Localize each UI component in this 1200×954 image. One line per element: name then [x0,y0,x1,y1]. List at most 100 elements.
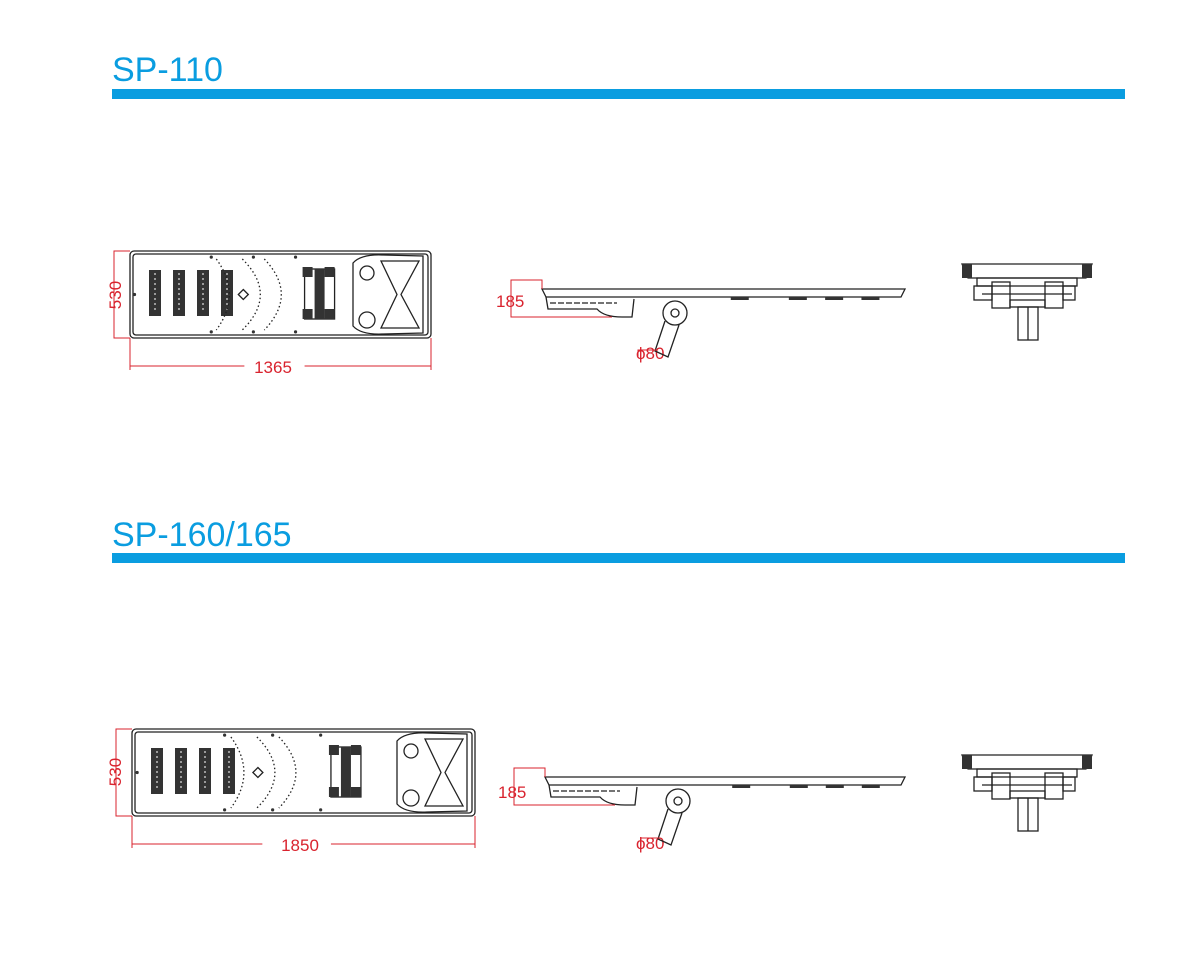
dimension-length: 1365 [254,358,292,377]
panel-rib [861,297,880,300]
lamp-sensor [402,789,420,807]
bracket-clamp [302,309,313,319]
dimension-line-pole [637,349,657,356]
housing-end [976,768,1078,778]
bracket-clamp [350,745,361,755]
screw-dot [251,330,256,334]
panel-corner [1082,264,1092,278]
dimension-line-side-height [513,767,615,806]
dimension-length: 1850 [281,836,319,855]
bracket-clamp [324,309,335,319]
sensor-arc [278,736,297,809]
screw-dot [132,292,137,297]
screw-dot [223,733,227,737]
lamp-body [545,296,635,318]
end-view [961,263,1093,341]
side-view [510,279,907,358]
screw-dot [293,330,298,334]
dimension-line-length [131,816,476,848]
screw-dot [209,330,213,334]
lamp-body [548,784,638,806]
end-view [961,754,1093,832]
screw-dot [209,255,213,259]
lamp-lens [423,738,465,807]
dimension-line-pole [640,837,660,846]
sensor-arc [230,736,245,809]
panel-corner [962,755,972,769]
lamp-head [352,254,424,335]
bracket-clamp [328,745,339,755]
section-title-sp160-165: SP-160/165 [112,516,292,554]
dimension-line-height [113,250,130,339]
dimension-line-length [129,338,432,370]
lamp-lens [379,260,421,329]
panel-rib [788,297,807,300]
screw-dot [319,808,323,812]
bracket-clamp [324,267,335,277]
section-divider-bar [112,89,1125,99]
clamp-left [973,285,993,301]
pole-arm [657,808,683,846]
mount-plate [1009,299,1046,308]
dimension-line-side-height [510,279,612,318]
panel-corner [962,264,972,278]
section-divider-bar [112,553,1125,563]
sensor-icon [251,766,264,779]
bracket-clamp [328,787,339,797]
dimension-line-height [115,728,132,817]
dimension-side-height: 185 [498,783,526,802]
sensor-arc [256,736,276,809]
clamp-right [1062,776,1076,792]
screw-dot [271,733,275,737]
pole-arm [654,320,680,358]
panel-rib [861,785,880,788]
dimension-side-height: 185 [496,292,524,311]
lamp-head [396,732,468,813]
dimension-height: 530 [106,281,125,309]
housing-outline [131,728,476,817]
pivot-bolt [670,308,680,318]
bracket-left [991,281,1011,309]
housing-outline [129,250,432,339]
pivot-joint [662,300,688,326]
lamp-detail [359,265,375,281]
panel-rib [825,297,844,300]
top-view [113,250,432,370]
housing-end [976,277,1078,287]
panel-rib [732,785,751,788]
screw-dot [251,255,256,259]
screw-dot [135,770,139,775]
top-view [115,728,476,848]
bracket-clamp [350,787,361,797]
sensor-icon [237,288,250,301]
lamp-detail [403,743,419,759]
clamp-right [1062,285,1076,301]
pivot-bolt [673,796,683,806]
panel-end [961,263,1093,279]
bracket-left [991,772,1011,800]
panel-edge [540,288,907,298]
panel-edge [543,776,907,786]
panel-corner [1082,755,1092,769]
screw-dot [293,255,298,259]
bracket-center [340,747,351,797]
screw-dot [319,733,323,737]
screw-dot [223,808,227,812]
sensor-arc [241,258,261,331]
bracket-clamp [302,267,313,277]
panel-rib [730,297,749,300]
housing-inner [134,731,473,814]
pivot-joint [665,788,691,814]
sensor-arc [215,258,230,331]
panel-rib [825,785,844,788]
lamp-sensor [358,311,376,329]
mount-plate [1009,790,1046,799]
side-view [513,767,907,846]
bracket-center [314,269,325,319]
panel-rib [789,785,808,788]
panel-end [961,754,1093,770]
clamp-left [973,776,993,792]
screw-dot [271,808,275,812]
sensor-arc [263,258,282,331]
